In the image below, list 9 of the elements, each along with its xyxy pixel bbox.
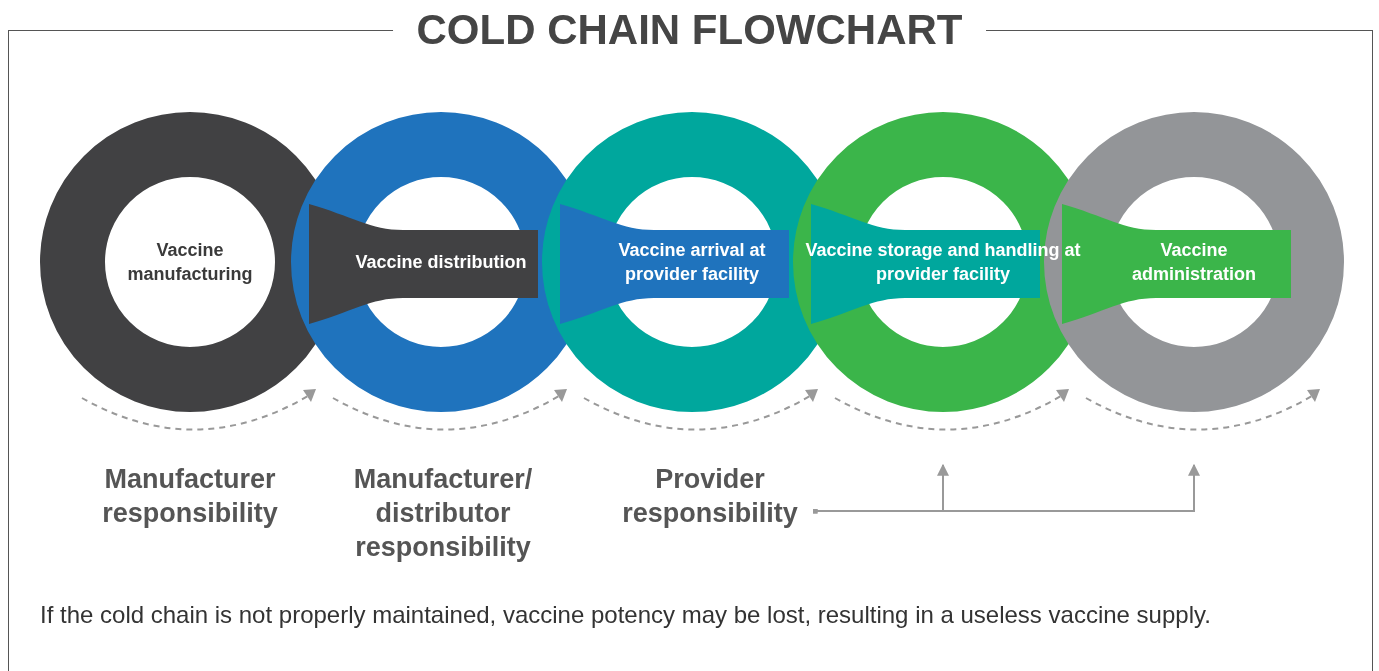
responsibility-label: Manufacturer/ distributor responsibility xyxy=(352,463,534,564)
step-label: Vaccine manufacturing xyxy=(126,239,254,286)
step-label: Vaccine administration xyxy=(1131,239,1257,286)
caption: If the cold chain is not properly maintained, vaccine potency may be lost, resulting in a useless vaccine supply. xyxy=(40,600,1212,630)
responsibility-label: Provider responsibility xyxy=(595,462,825,530)
step-label: Vaccine arrival at provider facility xyxy=(617,239,767,286)
connector-arrow xyxy=(812,463,1200,514)
responsibility-label: Manufacturer responsibility xyxy=(101,463,279,530)
step-label: Vaccine distribution xyxy=(354,251,528,274)
